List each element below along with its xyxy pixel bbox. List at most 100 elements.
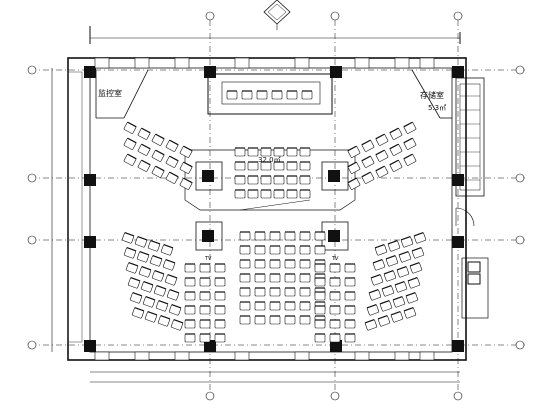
chair [284, 315, 296, 325]
chair [164, 273, 178, 286]
structural-column [452, 340, 464, 352]
structural-column [328, 170, 340, 182]
window-bay [294, 351, 310, 361]
chair [269, 287, 281, 297]
inner-wall-outline [89, 67, 453, 353]
chair [151, 165, 165, 178]
chair [396, 265, 410, 278]
chair [299, 259, 311, 269]
chair [151, 133, 165, 146]
chair [286, 90, 298, 100]
chair [347, 177, 361, 190]
chair [314, 291, 326, 301]
structural-column [84, 236, 96, 248]
chair [403, 153, 417, 166]
chair [234, 161, 246, 171]
window-bay [354, 351, 370, 361]
chair [299, 273, 311, 283]
chair [284, 287, 296, 297]
chair [184, 277, 196, 287]
chair [179, 177, 193, 190]
axis-bubble-icon [515, 235, 525, 245]
chair [256, 90, 268, 100]
chair [269, 315, 281, 325]
chair [269, 245, 281, 255]
structural-column [452, 66, 464, 78]
chair [247, 147, 259, 157]
chair [284, 301, 296, 311]
chair [239, 301, 251, 311]
chair [123, 137, 137, 150]
right-room-label: 存储室 [420, 90, 444, 100]
chair [361, 155, 375, 168]
chair [273, 175, 285, 185]
chair [344, 333, 356, 343]
chair [366, 303, 380, 316]
chair [247, 161, 259, 171]
window-bay [94, 57, 110, 69]
chair [199, 333, 211, 343]
chair [407, 276, 421, 289]
chair [149, 254, 163, 267]
right-equipment-cabinet [461, 257, 489, 319]
chair [269, 301, 281, 311]
axis-bubble-icon [515, 340, 525, 350]
chair [165, 171, 179, 184]
chair [241, 90, 253, 100]
chair [329, 277, 341, 287]
chair [413, 231, 427, 244]
structural-column [84, 66, 96, 78]
chair [390, 310, 404, 323]
chair [372, 258, 386, 271]
chair [286, 175, 298, 185]
chair [184, 333, 196, 343]
chair [123, 153, 137, 166]
chair [375, 149, 389, 162]
chair [260, 161, 272, 171]
chair [284, 245, 296, 255]
tv-right-label: TV [331, 256, 339, 262]
chair [385, 254, 399, 267]
chair [137, 143, 151, 156]
chair [403, 121, 417, 134]
structural-column [330, 340, 342, 352]
chair [314, 333, 326, 343]
left-room-label: 监控室 [98, 88, 122, 98]
axis-bubble-icon [330, 11, 340, 21]
chair [234, 175, 246, 185]
window-bay [419, 351, 435, 361]
chair [239, 259, 251, 269]
chair [153, 284, 167, 297]
chair [400, 235, 414, 248]
chair [123, 121, 137, 134]
chair [314, 231, 326, 241]
chair [170, 318, 184, 331]
chair [271, 90, 283, 100]
structural-column [330, 66, 342, 78]
chair [254, 245, 266, 255]
chair [199, 319, 211, 329]
chair [411, 246, 425, 259]
chair [137, 127, 151, 140]
window-bay [294, 57, 310, 69]
chair [254, 287, 266, 297]
chair [375, 165, 389, 178]
chair [389, 143, 403, 156]
chair [239, 287, 251, 297]
chair [299, 147, 311, 157]
chair [166, 288, 180, 301]
chair [134, 235, 148, 248]
chair [239, 231, 251, 241]
chair [301, 90, 313, 100]
north-arrow-icon [263, 0, 291, 30]
chair [165, 139, 179, 152]
chair [379, 299, 393, 312]
axis-bubble-icon [27, 65, 37, 75]
chair [361, 171, 375, 184]
chair [199, 291, 211, 301]
chair [239, 315, 251, 325]
chair [314, 319, 326, 329]
chair [398, 250, 412, 263]
chair [136, 250, 150, 263]
